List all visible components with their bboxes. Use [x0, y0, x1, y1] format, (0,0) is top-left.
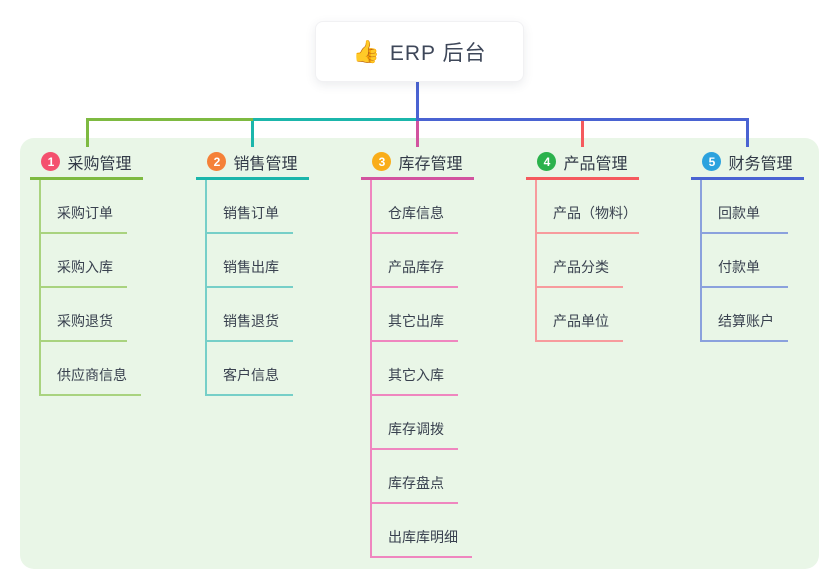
connector-drop-purchase [86, 118, 89, 147]
child-node[interactable]: 出库库明细 [361, 504, 474, 558]
child-node[interactable]: 产品库存 [361, 234, 474, 288]
child-node[interactable]: 销售退货 [196, 288, 309, 342]
root-node[interactable]: 👍 ERP 后台 [315, 21, 524, 82]
child-spine [535, 180, 537, 342]
child-node[interactable]: 其它入库 [361, 342, 474, 396]
branch-sales-title[interactable]: 2 销售管理 [196, 146, 309, 180]
child-node[interactable]: 结算账户 [691, 288, 804, 342]
branch-product: 4 产品管理 产品（物料） 产品分类 产品单位 [526, 146, 639, 342]
child-label: 销售出库 [205, 257, 293, 288]
child-label: 客户信息 [205, 365, 293, 396]
branch-inventory-title[interactable]: 3 库存管理 [361, 146, 474, 180]
connector-drop-inventory [416, 121, 419, 147]
branch-finance-title[interactable]: 5 财务管理 [691, 146, 804, 180]
child-label: 销售订单 [205, 203, 293, 234]
connector-bus-teal [253, 118, 417, 121]
connector-drop-sales [251, 118, 254, 147]
branch-sales-children: 销售订单 销售出库 销售退货 客户信息 [196, 180, 309, 396]
child-node[interactable]: 销售订单 [196, 180, 309, 234]
child-label: 产品单位 [535, 311, 623, 342]
child-node[interactable]: 其它出库 [361, 288, 474, 342]
branch-purchase-children: 采购订单 采购入库 采购退货 供应商信息 [30, 180, 143, 396]
child-node[interactable]: 产品单位 [526, 288, 639, 342]
child-node[interactable]: 采购入库 [30, 234, 143, 288]
branch-title-label: 库存管理 [398, 155, 463, 173]
child-label: 采购退货 [39, 311, 127, 342]
child-spine [700, 180, 702, 342]
connector-bus-blue [416, 118, 749, 121]
child-node[interactable]: 产品分类 [526, 234, 639, 288]
child-spine [370, 180, 372, 558]
child-label: 其它入库 [370, 365, 458, 396]
child-label: 回款单 [700, 203, 788, 234]
branch-number-badge: 4 [537, 152, 557, 171]
child-node[interactable]: 回款单 [691, 180, 804, 234]
branch-number-badge: 3 [372, 152, 392, 171]
branches-panel [20, 138, 819, 569]
child-label: 采购订单 [39, 203, 127, 234]
connector-drop-finance [746, 118, 749, 147]
child-label: 付款单 [700, 257, 788, 288]
child-label: 出库库明细 [370, 527, 472, 558]
child-node[interactable]: 采购退货 [30, 288, 143, 342]
child-label: 库存调拨 [370, 419, 458, 450]
connector-drop-product [581, 118, 584, 147]
child-node[interactable]: 采购订单 [30, 180, 143, 234]
root-label: ERP 后台 [389, 41, 487, 65]
child-node[interactable]: 供应商信息 [30, 342, 143, 396]
connector-root-stem [416, 82, 419, 119]
branch-title-label: 产品管理 [563, 155, 628, 173]
child-label: 产品库存 [370, 257, 458, 288]
child-label: 仓库信息 [370, 203, 458, 234]
child-node[interactable]: 销售出库 [196, 234, 309, 288]
branch-purchase: 1 采购管理 采购订单 采购入库 采购退货 供应商信息 [30, 146, 143, 396]
branch-title-label: 销售管理 [233, 155, 298, 173]
child-label: 结算账户 [700, 311, 788, 342]
thumbs-up-icon: 👍 [352, 38, 380, 64]
child-node[interactable]: 仓库信息 [361, 180, 474, 234]
branch-title-label: 财务管理 [728, 155, 793, 173]
branch-number-badge: 1 [41, 152, 61, 171]
child-label: 产品分类 [535, 257, 623, 288]
connector-bus-green [86, 118, 254, 121]
branch-finance-children: 回款单 付款单 结算账户 [691, 180, 804, 342]
child-label: 产品（物料） [535, 203, 639, 234]
child-node[interactable]: 付款单 [691, 234, 804, 288]
branch-number-badge: 5 [702, 152, 722, 171]
child-node[interactable]: 库存盘点 [361, 450, 474, 504]
child-node[interactable]: 库存调拨 [361, 396, 474, 450]
child-spine [39, 180, 41, 396]
child-spine [205, 180, 207, 396]
branch-sales: 2 销售管理 销售订单 销售出库 销售退货 客户信息 [196, 146, 309, 396]
child-label: 库存盘点 [370, 473, 458, 504]
child-label: 供应商信息 [39, 365, 141, 396]
branch-title-label: 采购管理 [67, 155, 132, 173]
branch-finance: 5 财务管理 回款单 付款单 结算账户 [691, 146, 804, 342]
child-label: 采购入库 [39, 257, 127, 288]
child-node[interactable]: 客户信息 [196, 342, 309, 396]
child-label: 其它出库 [370, 311, 458, 342]
branch-product-title[interactable]: 4 产品管理 [526, 146, 639, 180]
branch-inventory-children: 仓库信息 产品库存 其它出库 其它入库 库存调拨 库存盘点 出库库明细 [361, 180, 474, 558]
branch-product-children: 产品（物料） 产品分类 产品单位 [526, 180, 639, 342]
branch-inventory: 3 库存管理 仓库信息 产品库存 其它出库 其它入库 库存调拨 库存盘点 出库库… [361, 146, 474, 558]
child-label: 销售退货 [205, 311, 293, 342]
child-node[interactable]: 产品（物料） [526, 180, 639, 234]
branch-number-badge: 2 [207, 152, 227, 171]
branch-purchase-title[interactable]: 1 采购管理 [30, 146, 143, 180]
